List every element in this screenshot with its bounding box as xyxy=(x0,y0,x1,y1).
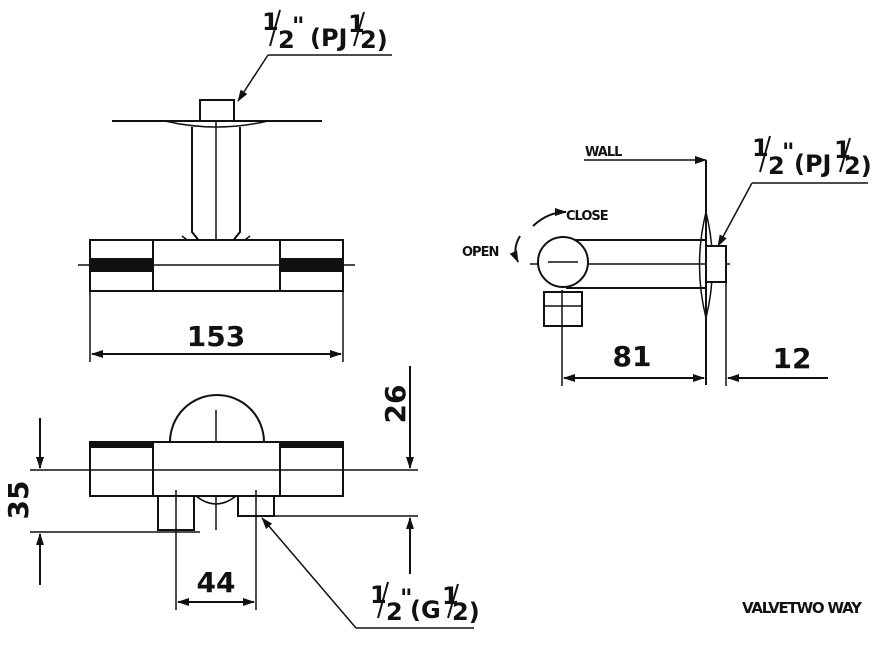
top-thread-callout: 1 2 " (PJ 1 2) xyxy=(262,8,388,54)
side-thread-den: 2 xyxy=(768,152,785,180)
front-valve-body xyxy=(89,441,344,497)
front-thread-mark: " xyxy=(400,584,413,612)
dim-26-label: 26 xyxy=(379,385,412,424)
side-open-arrow xyxy=(509,235,521,263)
side-thread-callout: 1 2 " (PJ 1 2) xyxy=(752,134,872,180)
front-right-knurl xyxy=(280,442,343,448)
dim-44-label: 44 xyxy=(197,566,236,599)
top-view: 153 1 2 " (PJ 1 2) xyxy=(78,8,392,362)
side-thread-mark: " xyxy=(782,138,795,166)
side-view: WALL CLOSE OPEN 81 12 1 2 " (PJ 1 xyxy=(462,134,872,386)
top-thread-spec-slash xyxy=(353,11,365,47)
side-thread-leader xyxy=(717,182,753,247)
side-thread-spec-whole: 1 xyxy=(834,136,851,164)
side-outlet xyxy=(543,291,583,327)
front-thread-den: 2 xyxy=(386,598,403,626)
side-flange-left xyxy=(698,211,707,319)
front-handle-dome xyxy=(168,394,266,443)
front-thread-spec-whole: 1 xyxy=(442,582,459,610)
side-thread-spec-den: 2) xyxy=(844,152,872,180)
side-thread-spec-slash xyxy=(839,137,851,173)
side-open-label: OPEN xyxy=(462,245,498,260)
front-left-knurl xyxy=(90,442,153,448)
dim-153-label: 153 xyxy=(187,320,245,353)
front-thread-spec: (G xyxy=(410,596,441,624)
top-thread-spec: (PJ xyxy=(310,24,348,52)
front-thread-leader xyxy=(261,517,357,629)
front-view: 44 35 26 1 2 " (G 1 2) xyxy=(2,366,480,629)
top-thread-spec-den: 2) xyxy=(360,26,388,54)
dim-81-label: 81 xyxy=(613,340,652,373)
side-close-arrow xyxy=(532,208,567,227)
side-close-label: CLOSE xyxy=(566,209,608,224)
side-thread-spec: (PJ xyxy=(794,150,832,178)
top-thread-leader xyxy=(237,54,269,102)
side-thread-slash xyxy=(759,135,771,173)
front-thread-callout: 1 2 " (G 1 2) xyxy=(370,581,480,626)
top-thread-spec-whole: 1 xyxy=(348,10,365,38)
dim-12-label: 12 xyxy=(773,342,812,375)
front-thread-spec-slash xyxy=(447,583,459,619)
front-thread-slash xyxy=(377,581,389,619)
side-wall-label: WALL xyxy=(585,145,622,160)
top-inlet-nut xyxy=(199,99,235,122)
top-thread-mark: " xyxy=(292,12,305,40)
dim-35-label: 35 xyxy=(2,481,35,520)
top-thread-slash xyxy=(269,9,281,47)
drawing-caption: VALVETWO WAY xyxy=(742,599,863,617)
top-thread-den: 2 xyxy=(278,26,295,54)
side-inlet-nut xyxy=(705,245,727,283)
front-thread-spec-den: 2) xyxy=(452,598,480,626)
